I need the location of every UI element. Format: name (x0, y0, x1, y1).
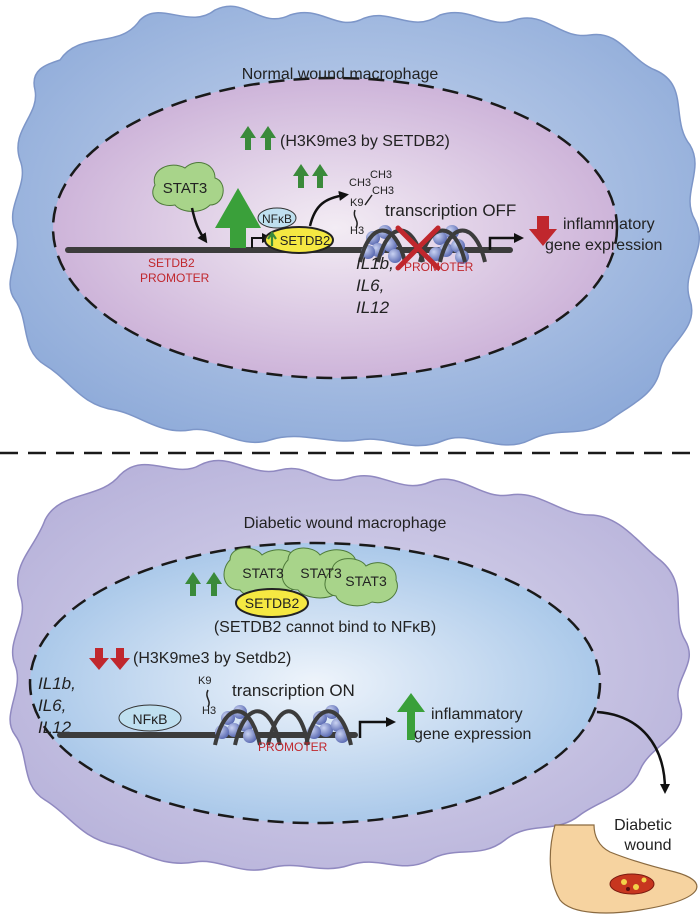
up-arrow-icon (267, 231, 277, 246)
ch3-label: CH3 (349, 177, 371, 189)
tss-arrow-icon (358, 717, 396, 738)
wound-label-line1: Diabetic (614, 817, 672, 834)
ch3-label: CH3 (370, 169, 392, 181)
down-arrow-icon (529, 216, 557, 246)
setdb2-protein (264, 226, 334, 254)
stat3-binding-arrow (190, 207, 208, 244)
tss-arrow-icon (488, 233, 524, 250)
setdb2-label: SETDB2 (280, 233, 331, 248)
outcome-line1-top: inflammatory (563, 216, 655, 233)
setdb2-protein (235, 588, 309, 618)
outcome-line2-top: gene expression (545, 237, 662, 254)
gene-label: IL6, (38, 696, 66, 715)
nucleus-top (51, 76, 619, 380)
diabetic-macrophage-cell: Diabetic wound macrophage STAT3 STAT3 ST… (9, 459, 698, 914)
stat3-label: STAT3 (300, 565, 342, 581)
diabetic-foot-illustration (549, 824, 698, 914)
histone-tail (206, 689, 210, 708)
gene-promoter-label: PROMOTER (404, 260, 474, 274)
up-arrow-icon (397, 693, 425, 740)
gene-label: IL1b, (38, 674, 76, 693)
setdb2-promoter-line2: PROMOTER (140, 271, 210, 285)
h3-label: H3 (350, 225, 364, 237)
up-arrow-icon (312, 164, 328, 188)
stat3-protein (324, 558, 398, 607)
up-arrow-icon (240, 126, 256, 150)
outcome-line1-bottom: inflammatory (431, 706, 523, 723)
down-arrow-icon (89, 648, 109, 670)
down-arrow-icon (110, 648, 130, 670)
nucleus-bottom (28, 541, 602, 825)
tss-arrow-icon (251, 233, 272, 248)
stat3-protein (152, 162, 224, 212)
ch3-label: CH3 (372, 185, 394, 197)
nfkb-protein (118, 704, 182, 732)
setdb2-promoter-line1: SETDB2 (148, 256, 195, 270)
stat3-label: STAT3 (345, 573, 387, 589)
k9-label: K9 (198, 675, 211, 687)
gene-label: IL1b, (356, 254, 394, 273)
up-arrow-icon (185, 572, 201, 596)
stat3-label: STAT3 (163, 180, 207, 197)
h3k9me3-note-bottom: (H3K9me3 by Setdb2) (133, 650, 291, 667)
histone-tail (353, 194, 373, 229)
stat3-label: STAT3 (242, 565, 284, 581)
gene-label: IL12 (356, 298, 390, 317)
bottom-title: Diabetic wound macrophage (244, 515, 447, 532)
blocked-x-icon (395, 225, 441, 271)
methylation-arrow (308, 190, 349, 227)
nfkb-label: NFκB (262, 212, 292, 226)
normal-macrophage-cell: Normal wound macrophage (H3K9me3 by SETD… (9, 5, 700, 447)
h3-label: H3 (202, 705, 216, 717)
wound-arrow (596, 710, 670, 794)
transcription-status-bottom: transcription ON (232, 681, 355, 700)
nfkb-label: NFκB (133, 711, 168, 727)
up-arrow-icon (260, 126, 276, 150)
gene-label: IL6, (356, 276, 384, 295)
dna-wrap (213, 709, 353, 746)
up-arrow-icon (206, 572, 222, 596)
promoter-label-bottom: PROMOTER (258, 740, 328, 754)
wound-label-line2: wound (623, 837, 671, 854)
outcome-line2-bottom: gene expression (414, 726, 531, 743)
nfkb-protein (257, 207, 297, 229)
binding-note: (SETDB2 cannot bind to NFκB) (214, 619, 436, 636)
setdb2-label: SETDB2 (245, 595, 300, 611)
top-title: Normal wound macrophage (242, 66, 439, 83)
transcription-status-top: transcription OFF (385, 201, 516, 220)
setdb2-upregulation-icon (215, 188, 261, 248)
k9-label: K9 (350, 197, 363, 209)
up-arrow-icon (293, 164, 309, 188)
h3k9me3-note-top: (H3K9me3 by SETDB2) (280, 133, 450, 150)
